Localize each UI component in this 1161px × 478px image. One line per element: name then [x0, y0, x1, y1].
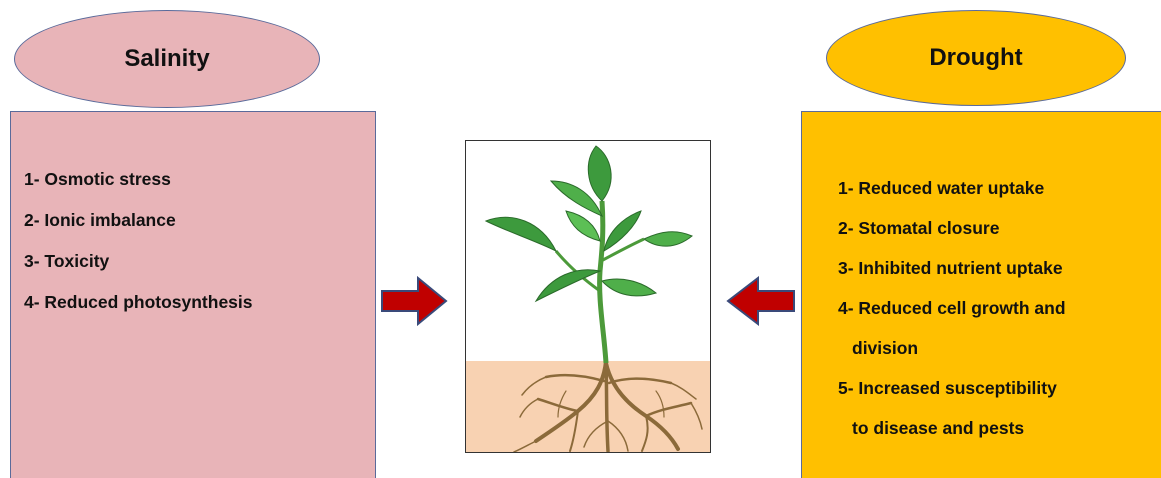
drought-effect-continuation: division [838, 328, 1161, 368]
salinity-title-oval: Salinity [14, 10, 320, 108]
drought-effect-text: 3- Inhibited nutrient uptake [838, 258, 1063, 278]
salinity-effect-item: 4- Reduced photosynthesis [24, 291, 253, 332]
salinity-title: Salinity [124, 45, 209, 73]
leaves-icon [486, 146, 692, 301]
left-arrow-icon [724, 276, 796, 326]
drought-title: Drought [929, 44, 1022, 72]
drought-effect-text: 1- Reduced water uptake [838, 178, 1044, 198]
drought-effect-item: 2- Stomatal closure [838, 208, 1161, 248]
drought-effect-item: 1- Reduced water uptake [838, 168, 1161, 208]
salinity-effect-item: 2- Ionic imbalance [24, 209, 253, 250]
drought-effect-item: 3- Inhibited nutrient uptake [838, 248, 1161, 288]
salinity-effects-panel: 1- Osmotic stress 2- Ionic imbalance 3- … [10, 111, 376, 478]
drought-effect-text: 4- Reduced cell growth and [838, 298, 1066, 318]
plant-illustration [466, 141, 711, 453]
salinity-effects-list: 1- Osmotic stress 2- Ionic imbalance 3- … [24, 168, 253, 332]
salinity-effect-item: 3- Toxicity [24, 250, 253, 291]
right-arrow-icon [380, 276, 450, 326]
drought-effect-item: 5- Increased susceptibility to disease a… [838, 368, 1161, 448]
drought-effect-text: 2- Stomatal closure [838, 218, 999, 238]
drought-title-oval: Drought [826, 10, 1126, 106]
drought-effect-text: 5- Increased susceptibility [838, 378, 1057, 398]
drought-effect-continuation: to disease and pests [838, 408, 1161, 448]
salinity-effect-item: 1- Osmotic stress [24, 168, 253, 209]
plant-image-frame [465, 140, 711, 453]
drought-effects-panel: 1- Reduced water uptake 2- Stomatal clos… [801, 111, 1161, 478]
drought-effects-list: 1- Reduced water uptake 2- Stomatal clos… [838, 168, 1161, 448]
drought-effect-item: 4- Reduced cell growth and division [838, 288, 1161, 368]
